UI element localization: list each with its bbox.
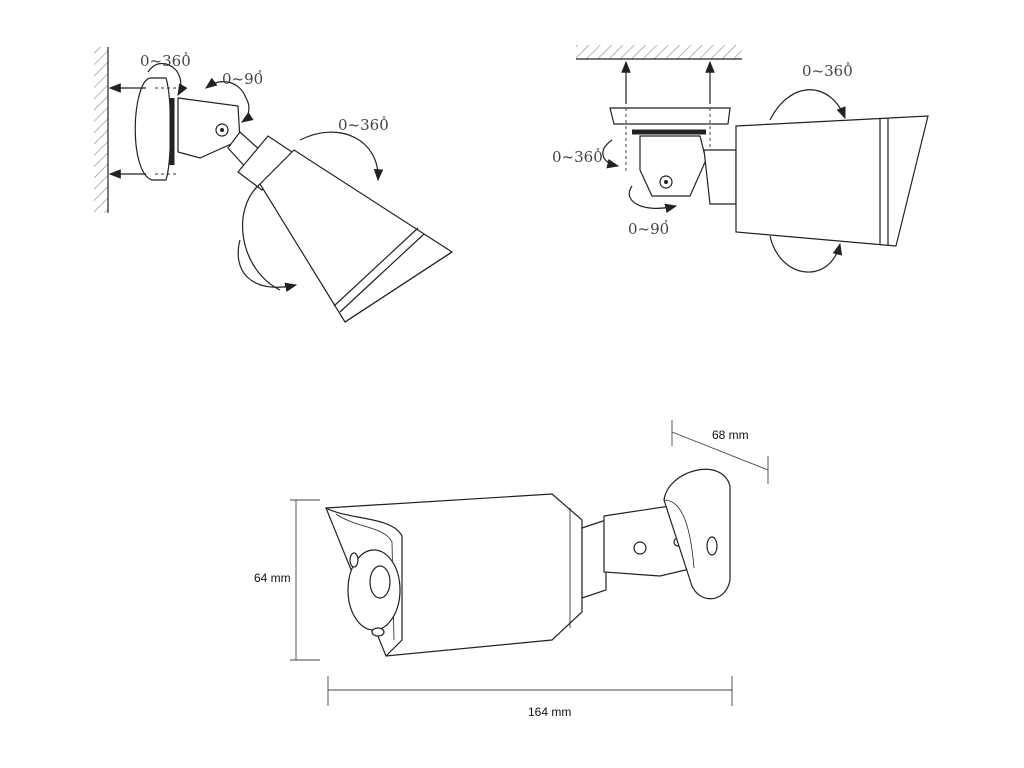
wall-tilt-arrow-upper [205,77,247,99]
dim-wall-plate-rim [663,499,695,569]
wall-mount-illustration: 0~360 ° 0~90 ° 0~360 ° [94,47,454,323]
wall-camera-stripe-1 [333,227,419,307]
wall-tilt-label: 0~90 [222,70,263,88]
ceiling-rotation-arrow [602,139,620,169]
ceiling-tilt-label: 0~90 [628,220,669,238]
degree-symbol: ° [184,51,188,60]
wall-body-rotation-arrow-bottom [237,239,298,292]
dim-height-label: 64 mm [254,571,291,585]
dimension-drawing: 68 mm 64 mm 164 mm [254,420,769,719]
ceiling-mount-illustration: 0~360 ° 0~360 ° 0~90 ° [552,45,929,273]
ceiling-body-rotation-arrow-top [769,89,846,121]
dim-length-label: 164 mm [528,705,571,719]
dim-wall-plate [663,468,731,600]
dim-depth-label: 68 mm [712,428,749,442]
ir-led [349,552,359,568]
wall-body-rotation-label: 0~360 [338,116,389,134]
wall-camera-visor [344,251,453,323]
degree-symbol: ° [664,219,668,228]
dim-wall-plate-hole [706,536,718,556]
ceiling-bracket-screw-center [664,180,668,184]
wall-rotation-arrow [147,62,188,97]
sensor-window [371,627,385,637]
dim-camera-hood-inner [335,513,395,641]
ceiling-bracket [639,135,707,197]
degree-symbol: ° [596,147,600,156]
wall-body-rotation-arrow-top [299,131,384,182]
wall-base-plate [134,77,172,181]
ceiling-rotation-label: 0~360 [552,148,603,166]
ceiling-base-plate [609,107,731,125]
wall-camera-body [259,149,454,323]
ceiling-tilt-arrow [628,185,678,214]
dim-neck [581,519,607,599]
degree-symbol: ° [382,115,386,124]
wall-bracket-screw-center [220,128,224,132]
dim-bracket-screw [633,541,647,555]
ceiling-body-rotation-arrow-bottom [769,235,843,273]
wall-tilt-arrow-lower [241,97,254,123]
ceiling-camera-body [735,115,929,247]
wall-camera-back [241,183,281,291]
dim-camera-hood [325,507,403,657]
wall-rotation-label: 0~360 [140,52,191,70]
wall-hatch [94,47,108,213]
ceiling-neck [703,149,737,205]
wall-bracket [177,97,241,159]
dim-depth-line [671,431,769,471]
degree-symbol: ° [258,69,262,78]
ceiling-hatch [576,45,742,59]
lens [369,565,391,599]
wall-camera-stripe-2 [339,233,425,313]
ceiling-body-rotation-label: 0~360 [802,62,853,80]
degree-symbol: ° [846,61,850,70]
